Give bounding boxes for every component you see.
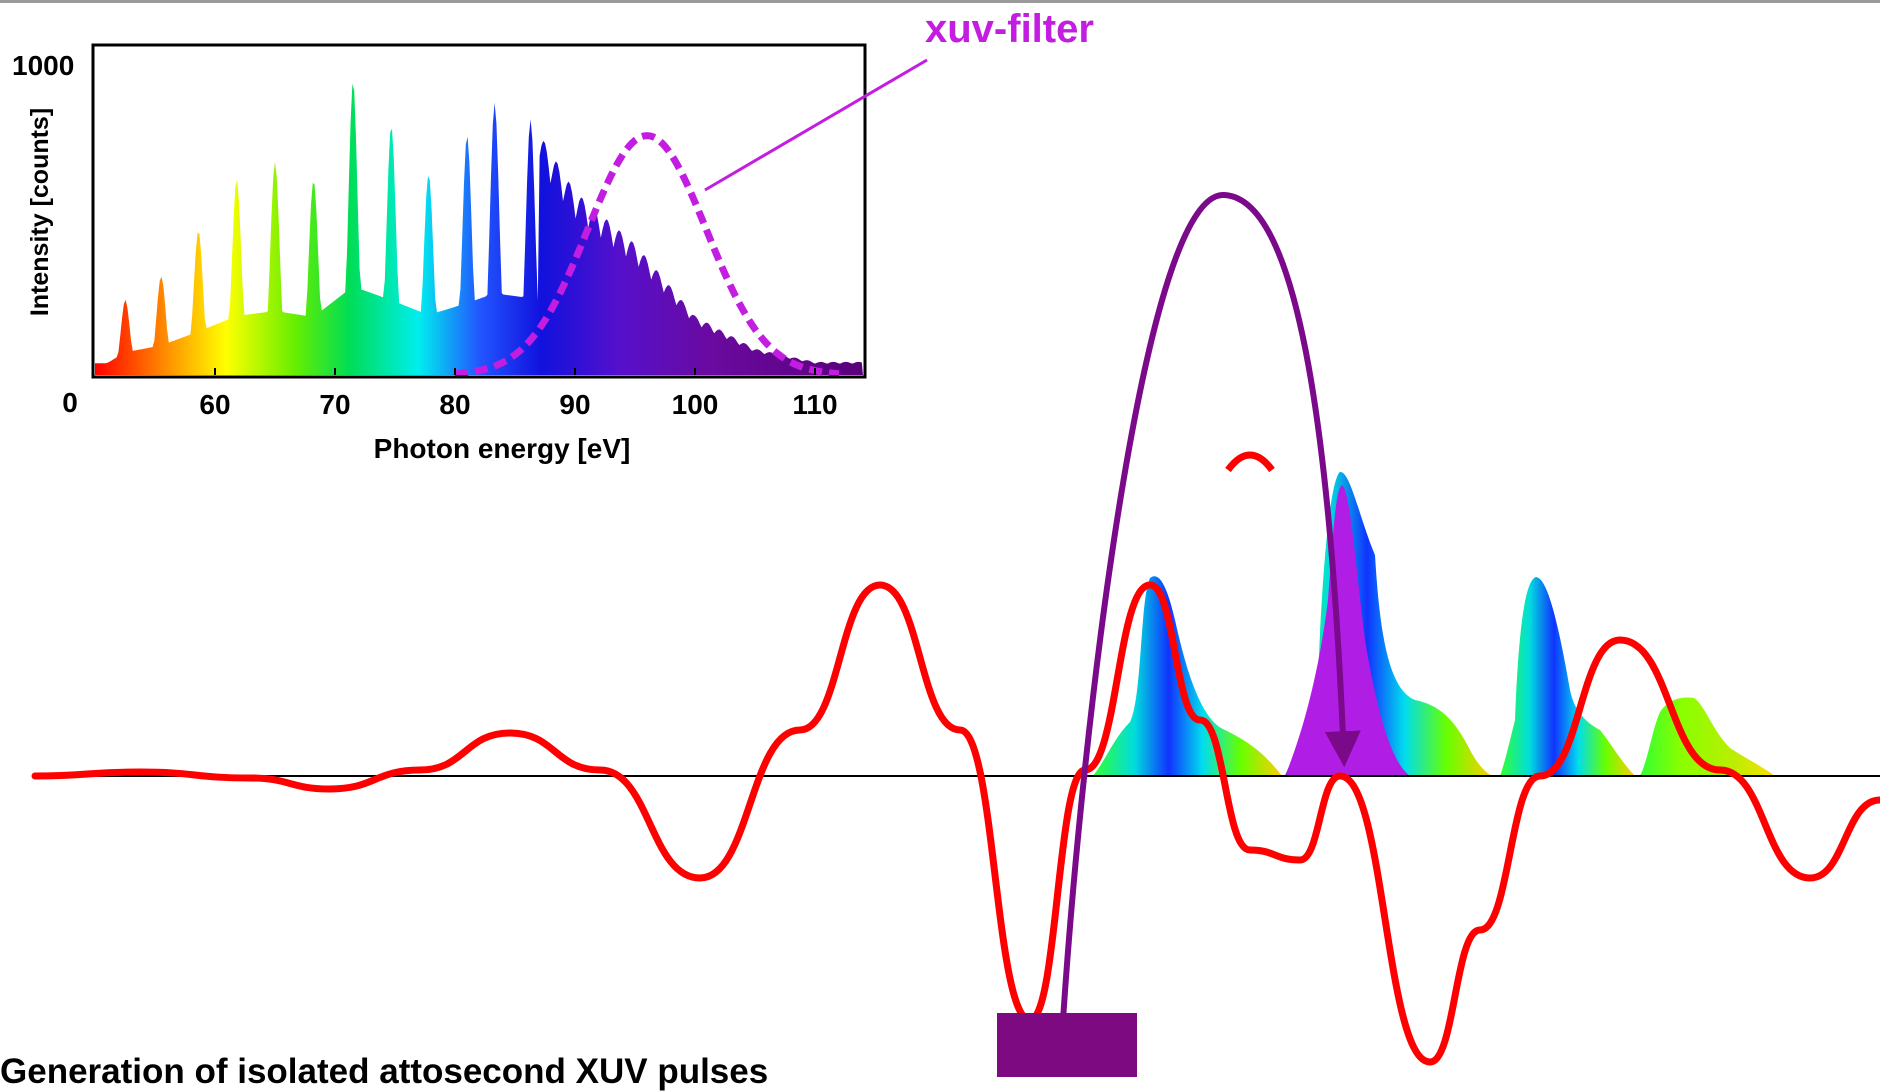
x-tick-label: 60: [199, 389, 230, 420]
x-tick-label: 100: [672, 389, 719, 420]
filter-label: xuv-filter: [925, 7, 1094, 51]
x-tick-label: 110: [792, 389, 837, 420]
ionization-source-block: [997, 1013, 1137, 1077]
x-axis-ticks: 60 70 80 90 100 110: [199, 368, 838, 420]
spectrum-area: [95, 83, 863, 376]
figure-caption: Generation of isolated attosecond XUV pu…: [0, 1052, 769, 1091]
y-tick-top: 1000: [12, 50, 74, 81]
laser-field-wave: [31, 581, 1880, 1066]
x-axis-label: Photon energy [eV]: [374, 433, 631, 464]
filter-curve: [454, 132, 840, 377]
xuv-bursts: [1093, 471, 1775, 776]
x-tick-label: 80: [439, 389, 470, 420]
filter-leader-line: [704, 58, 928, 192]
filtered-attosecond-pulse: [1285, 485, 1410, 776]
electron-trajectory-arrow: [1060, 191, 1361, 1021]
top-rule: [0, 0, 1880, 3]
y-tick-bottom: 0: [62, 387, 78, 418]
attosecond-burst: [1093, 576, 1282, 776]
spectrum-inset: 60 70 80 90 100 110 1000 0 Photon energy [eV]…: [12, 43, 867, 464]
y-axis-label: Intensity [counts]: [26, 108, 54, 316]
attosecond-burst: [1500, 577, 1635, 776]
laser-field-peak: [1225, 451, 1275, 473]
plot-frame: [91, 43, 867, 379]
x-tick-label: 90: [559, 389, 590, 420]
x-tick-label: 70: [319, 389, 350, 420]
